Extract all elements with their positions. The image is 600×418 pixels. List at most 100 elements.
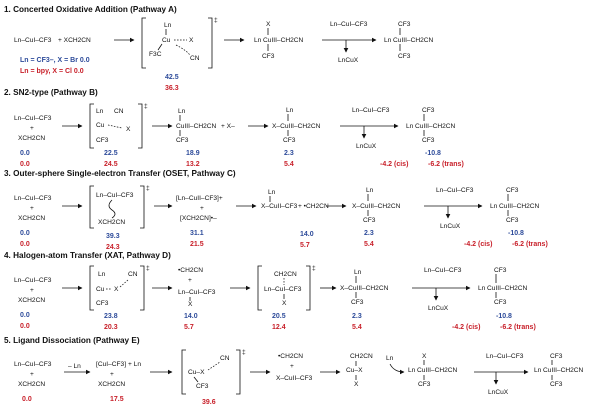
energy-c-final-red-trans: -6.2 (trans) bbox=[512, 241, 548, 248]
reactant-lncucf3: Ln–CuI–CF3 bbox=[14, 115, 52, 122]
energy-b-final-red-cis: -4.2 (cis) bbox=[380, 161, 408, 168]
energy-d-final-red-cis: -4.2 (cis) bbox=[452, 324, 480, 331]
energy-c-ts-red: 24.3 bbox=[106, 244, 120, 251]
final-cf3-bottom: CF3 bbox=[398, 53, 411, 60]
section-title-a: 1. Concerted Oxidative Addition (Pathway… bbox=[4, 5, 177, 14]
ts2-dagger: ‡ bbox=[312, 265, 316, 272]
energy-d-prod-blue: 2.3 bbox=[352, 313, 362, 320]
final-cf3-bottom: CF3 bbox=[506, 217, 519, 224]
minus-ln-label: – Ln bbox=[68, 363, 81, 370]
diss-plus-ln: + Ln bbox=[128, 361, 141, 368]
product-cuiii-ch2cn: CuIII–CH2CN bbox=[263, 37, 304, 44]
reagent-lncucf3: Ln–CuI–CF3 bbox=[424, 267, 462, 274]
plus: + bbox=[30, 287, 34, 294]
ts-dagger: ‡ bbox=[146, 265, 150, 272]
int-cu-cf3: Cu–X bbox=[346, 367, 363, 374]
ts2-bracket-left bbox=[257, 265, 262, 311]
final-cf3-top: CF3 bbox=[398, 21, 411, 28]
energy-c-start-blue: 0.0 bbox=[20, 230, 30, 237]
rad-ch2cn: + •CH2CN bbox=[298, 203, 329, 210]
ts-bond-dashed bbox=[207, 361, 221, 371]
ts-x-label: X bbox=[126, 126, 131, 133]
reactant-xch2cn: XCH2CN bbox=[18, 381, 45, 388]
prod-cf3-label: CF3 bbox=[351, 299, 364, 306]
ts-dagger: ‡ bbox=[242, 349, 246, 356]
energy-b-start-red: 0.0 bbox=[20, 161, 30, 168]
energy-c-rad-red: 5.7 bbox=[300, 242, 310, 249]
ts-bracket-left bbox=[89, 185, 94, 229]
plus: + bbox=[30, 371, 34, 378]
ts2-ln-cu-cf3: Ln–CuI–CF3 bbox=[264, 286, 302, 293]
ln-added-label: Ln bbox=[386, 355, 394, 362]
final-ln-label: Ln bbox=[490, 203, 498, 210]
ts-cf3-label: CF3 bbox=[96, 137, 109, 144]
ts-cn-label: CN bbox=[220, 355, 230, 362]
int-ln-label: Ln bbox=[178, 108, 186, 115]
energy-e-ts-red: 39.6 bbox=[202, 399, 216, 406]
energy-c-ion-red: 21.5 bbox=[190, 241, 204, 248]
reactant-xch2cn: XCH2CN bbox=[18, 215, 45, 222]
energy-d-ts2-blue: 20.5 bbox=[272, 313, 286, 320]
byproduct-lncux: LnCuX bbox=[440, 223, 461, 230]
reagent-lncucf3: Ln–CuI–CF3 bbox=[330, 21, 368, 28]
product-x-label: X bbox=[266, 21, 271, 28]
energy-b-int-blue: 18.9 bbox=[186, 150, 200, 157]
final-cuiii-ch2cn: CuIII–CH2CN bbox=[393, 37, 434, 44]
ts-bracket-left bbox=[89, 103, 94, 149]
legend-blue: Ln = CF3–, X = Br 0.0 bbox=[20, 57, 90, 64]
energy-d-final-blue: -10.8 bbox=[496, 313, 512, 320]
energy-b-final-blue: -10.8 bbox=[425, 150, 441, 157]
section-title-c: 3. Outer-sphere Single-electron Transfer… bbox=[4, 169, 236, 178]
energy-a-ts-blue: 42.5 bbox=[165, 74, 179, 81]
final-ln-label: Ln bbox=[384, 37, 392, 44]
plus: + bbox=[188, 277, 192, 284]
rad-ch2cn: •CH2CN bbox=[178, 267, 203, 274]
ion-pair-cation: [Ln–CuII–CF3]+ bbox=[176, 195, 223, 202]
final-cf3-top: CF3 bbox=[506, 187, 519, 194]
ts-x-label: X bbox=[189, 37, 194, 44]
energy-e-start-red: 0.0 bbox=[22, 396, 32, 403]
ts-cf3-label: CF3 bbox=[196, 383, 209, 390]
ts-bracket-right bbox=[140, 265, 145, 311]
energy-d-ts2-red: 12.4 bbox=[272, 324, 286, 331]
diss-cucf3: [CuI–CF3] bbox=[96, 361, 126, 368]
final-cuiii-ch2cn: CuIII–CH2CN bbox=[499, 203, 540, 210]
ts-cn-label: CN bbox=[190, 55, 200, 62]
int-ch2cn: CH2CN bbox=[350, 353, 373, 360]
energy-b-prod-red: 5.4 bbox=[284, 161, 294, 168]
energy-a-ts-red: 36.3 bbox=[165, 85, 179, 92]
final-cf3-top: CF3 bbox=[422, 107, 435, 114]
reactant-lncucf3: Ln–CuI–CF3 bbox=[14, 37, 52, 44]
ts2-ch2cn: CH2CN bbox=[274, 271, 297, 278]
reactant-lncucf3: Ln–CuI–CF3 bbox=[14, 277, 52, 284]
product-ln-label: Ln bbox=[254, 37, 262, 44]
energy-c-prod-blue: 2.3 bbox=[364, 230, 374, 237]
energy-c-ion-blue: 31.1 bbox=[190, 230, 204, 237]
reactant-xch2cn: XCH2CN bbox=[18, 135, 45, 142]
final-cuiii-ch2cn: CuIII–CH2CN bbox=[543, 367, 584, 374]
reagent-lncucf3: Ln–CuI–CF3 bbox=[436, 187, 474, 194]
energy-b-prod-blue: 2.3 bbox=[284, 150, 294, 157]
ts2-bracket-right bbox=[306, 265, 311, 311]
reactant-lncucf3: Ln–CuI–CF3 bbox=[14, 361, 52, 368]
prod-ln-label: Ln bbox=[408, 367, 416, 374]
prod-ln-label: Ln bbox=[366, 187, 374, 194]
plus: + bbox=[290, 363, 294, 370]
prod-ln-label: Ln bbox=[354, 269, 362, 276]
ts-f3c-label: F3C bbox=[149, 51, 162, 58]
energy-d-prod-red: 5.4 bbox=[352, 324, 362, 331]
ts-dagger: ‡ bbox=[214, 17, 218, 24]
ts-ln-label: Ln bbox=[164, 22, 172, 29]
rad-ln-cuii-cf3: Ln–CuI–CF3 bbox=[178, 289, 216, 296]
diss-xch2cn: XCH2CN bbox=[98, 381, 125, 388]
ts-dagger: ‡ bbox=[146, 185, 150, 192]
rad-x-cuii-cf3: X–CuII–CF3 bbox=[276, 375, 313, 382]
byproduct-lncux: LnCuX bbox=[488, 389, 509, 396]
plus: + bbox=[110, 371, 114, 378]
energy-b-final-red-trans: -6.2 (trans) bbox=[428, 161, 464, 168]
rad-ln-label: Ln bbox=[268, 189, 276, 196]
reagent-lncucf3: Ln–CuI–CF3 bbox=[352, 107, 390, 114]
prod-cf3-label: CF3 bbox=[363, 217, 376, 224]
section-d: 4. Halogen-atom Transfer (XAT, Pathway D… bbox=[4, 251, 536, 331]
plus: + bbox=[30, 125, 34, 132]
